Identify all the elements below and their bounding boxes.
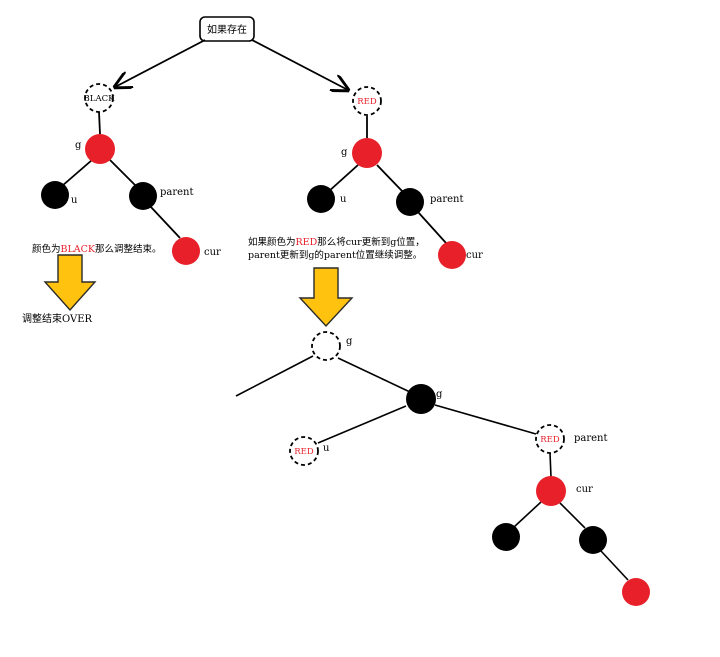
- edge-cur-rightchild: [559, 502, 586, 529]
- u-label-bottom: u: [323, 443, 330, 454]
- parent-label-right: parent: [430, 194, 464, 205]
- red-parent-node: [352, 86, 382, 116]
- u-inner-label-bottom: RED: [294, 447, 314, 457]
- parent-node-left: [129, 182, 157, 210]
- g-node-right: [352, 138, 382, 168]
- red-leaf-node-bottom: [622, 578, 650, 606]
- edge-parent-cur-bottom: [549, 452, 552, 478]
- left-yellow-down-arrow: [43, 254, 97, 312]
- cur-label-bottom: cur: [576, 484, 593, 495]
- edge-parent-cur-right: [417, 211, 447, 244]
- edge-rightchild-red: [600, 550, 629, 581]
- u-node-left: [41, 181, 69, 209]
- right-note-line1: 如果颜色为RED那么将cur更新到g位置，: [248, 236, 425, 248]
- right-note-line2: parent更新到g的parent位置继续调整。: [248, 249, 422, 261]
- parent-label-left: parent: [160, 187, 194, 198]
- left-child-node-bottom: [492, 523, 520, 551]
- parent-node-right: [396, 188, 424, 216]
- parent-label-bottom: parent: [574, 433, 608, 444]
- arrow-to-red: [251, 39, 348, 90]
- cur-label-right: cur: [466, 250, 483, 261]
- top-g-label-bottom: g: [346, 336, 353, 347]
- cur-node-bottom: [536, 476, 566, 506]
- g-label-bottom: g: [436, 389, 443, 400]
- black-parent-node: [84, 83, 114, 113]
- right-yellow-down-arrow: [298, 267, 354, 328]
- g-label-left: g: [75, 140, 82, 151]
- left-result-label: 调整结束OVER: [22, 312, 93, 325]
- g-label-right: g: [341, 147, 348, 158]
- left-note-highlight: BLACK: [61, 244, 96, 255]
- red-parent-inner-label: RED: [357, 97, 377, 107]
- u-label-right: u: [340, 194, 347, 205]
- edge-g-u-bottom: [317, 405, 407, 444]
- cur-node-right: [438, 241, 466, 269]
- top-condition-box: [199, 16, 255, 42]
- edge-g-parent-left: [109, 159, 137, 187]
- right-child-node-bottom: [579, 526, 607, 554]
- edge-g-u-right: [327, 164, 359, 193]
- edge-g-parent-bottom: [434, 404, 537, 435]
- black-parent-inner-label: BLACK: [84, 94, 116, 104]
- edge-cur-leftchild: [513, 501, 542, 528]
- right-note-highlight: RED: [296, 237, 318, 248]
- edge-top-g-g: [337, 357, 411, 393]
- top-condition-label: 如果存在: [207, 23, 247, 36]
- u-node-right: [307, 185, 335, 213]
- edge-black-g: [98, 111, 101, 135]
- cur-node-left: [172, 237, 200, 265]
- u-node-bottom: [289, 436, 319, 466]
- edge-g-u-left: [61, 159, 93, 187]
- parent-node-bottom: [535, 424, 565, 454]
- left-note: 颜色为BLACK那么调整结束。: [32, 243, 162, 255]
- top-g-node-bottom: [311, 331, 341, 361]
- arrow-to-black: [115, 39, 206, 87]
- g-node-bottom: [406, 384, 436, 414]
- edge-parent-cur-left: [149, 205, 181, 239]
- edge-top-g-left: [235, 355, 314, 397]
- edge-g-parent-right: [376, 164, 404, 193]
- parent-inner-label-bottom: RED: [540, 435, 560, 445]
- cur-label-left: cur: [204, 247, 221, 258]
- g-node-left: [85, 134, 115, 164]
- u-label-left: u: [71, 195, 78, 206]
